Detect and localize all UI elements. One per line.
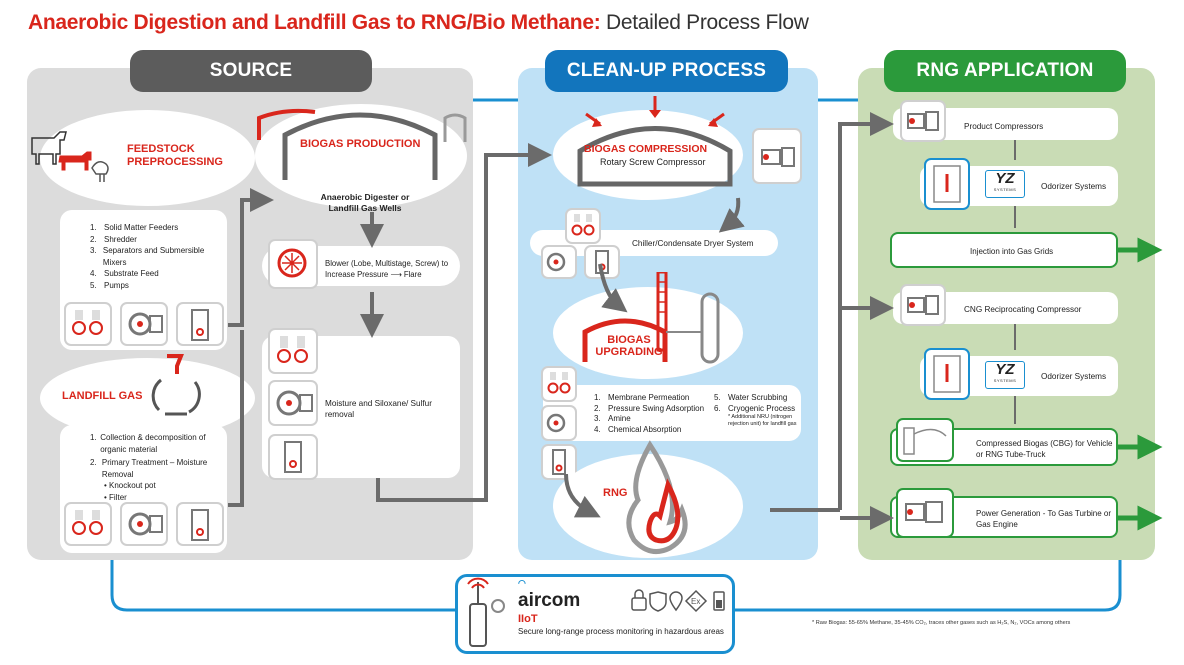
odorizer-label-1: Odorizer Systems (1041, 182, 1107, 191)
shield-icon (649, 591, 667, 612)
livestock-icon (31, 131, 109, 182)
pump-icon (120, 302, 168, 346)
compression-title: BIOGAS COMPRESSION (584, 143, 708, 155)
list-item: 1.Membrane Permeation (594, 393, 690, 402)
digester-label: Anaerobic Digester or Landfill Gas Wells (320, 192, 410, 213)
compressor-icon (900, 100, 946, 142)
analyzer-icon (268, 434, 318, 480)
pump-icon (268, 380, 318, 426)
list-item: 5.Pumps (90, 280, 129, 290)
list-item: 2.Primary Treatment – Moisture Removal (90, 458, 208, 479)
cng-compressor-label: CNG Reciprocating Compressor (964, 305, 1082, 314)
compressor-icon (752, 128, 802, 184)
arrow-icon: ⟶ (390, 270, 402, 279)
aircom-tagline: Secure long-range process monitoring in … (518, 627, 724, 636)
security-icons: Ex (631, 589, 725, 613)
flame-icon (626, 440, 688, 555)
list-item: 1.Collection & decomposition of organic … (90, 433, 206, 454)
valve-icon (268, 328, 318, 374)
list-item: 4.Chemical Absorption (594, 424, 682, 434)
aircom-brand: ◠ aircom (518, 578, 581, 611)
upgrading-plant-icon (582, 272, 720, 364)
list-item: 2.Pressure Swing Adsorption (594, 403, 705, 413)
yz-logo: YZ SYSTEMS (985, 170, 1025, 198)
list-item: 4.Substrate Feed (90, 269, 159, 278)
compressor-icon (900, 284, 946, 326)
explosion-proof-icon: Ex (684, 589, 708, 613)
biogas-production-label: BIOGAS PRODUCTION (300, 138, 421, 150)
digester-dome-icon (257, 108, 467, 180)
nru-note: * Additional NRU (nitrogen rejection uni… (728, 414, 797, 427)
list-item: 3.Amine (594, 414, 631, 423)
analyzer-icon (176, 502, 224, 546)
svg-text:Ex: Ex (691, 597, 700, 606)
lock-icon (631, 589, 647, 611)
wifi-icon: ◠ (518, 578, 526, 588)
aircom-product: IIoT (518, 613, 538, 625)
valve-icon (541, 366, 577, 402)
rng-label: RNG (603, 487, 628, 499)
odorizer-label-2: Odorizer Systems (1041, 372, 1107, 381)
odorizer-icon (924, 158, 970, 210)
injection-box: Injection into Gas Grids (890, 232, 1118, 268)
valve-icon (64, 502, 112, 546)
landfill-ellipse (40, 358, 255, 438)
chiller-label: Chiller/Condensate Dryer System (632, 239, 754, 248)
output-arrows (1118, 237, 1163, 531)
dispenser-icon (896, 418, 954, 462)
landfill-label: LANDFILL GAS (62, 390, 143, 402)
source-flow-arrows (228, 143, 552, 507)
cleanup-header: CLEAN-UP PROCESS (545, 50, 788, 92)
list-item: 6.Cryogenic Process (714, 403, 796, 413)
page-title: Anaerobic Digestion and Landfill Gas to … (28, 11, 809, 35)
analyzer-icon (176, 302, 224, 346)
methods-right-list: 5.Water Scrubbing 6.Cryogenic Process (714, 393, 795, 414)
feedstock-steps-list: 1.Solid Matter Feeders 2.Shredder 3.Sepa… (90, 222, 220, 291)
list-item: 1.Solid Matter Feeders (90, 223, 179, 232)
flare-label: Flare (403, 270, 422, 279)
pump-icon (541, 245, 577, 279)
feedstock-label: FEEDSTOCK PREPROCESSING (127, 143, 223, 168)
list-item: 2.Shredder (90, 234, 137, 244)
list-item: 5.Water Scrubbing (714, 393, 788, 402)
compression-dome-icon (577, 96, 733, 187)
recycle-icon (151, 354, 201, 416)
product-compressors-label: Product Compressors (964, 122, 1044, 131)
methods-left-list: 1.Membrane Permeation 2.Pressure Swing A… (594, 393, 704, 435)
yz-logo: YZ SYSTEMS (985, 361, 1025, 389)
aircom-panel (455, 574, 735, 654)
title-bold: Anaerobic Digestion and Landfill Gas to … (28, 11, 601, 34)
application-flow-arrows (838, 112, 894, 530)
title-regular: Detailed Process Flow (605, 11, 809, 34)
generator-icon (896, 488, 954, 538)
pump-icon (120, 502, 168, 546)
valve-icon (64, 302, 112, 346)
list-item: • Knockout pot (104, 481, 156, 490)
valve-icon (565, 208, 601, 244)
moisture-label: Moisture and Siloxane/ Sulfur removal (325, 399, 432, 419)
analyzer-icon (584, 245, 620, 279)
biogas-production-ellipse (255, 104, 467, 208)
list-item: • Filter (104, 492, 127, 502)
pump-icon (541, 405, 577, 441)
cleanup-flow-arrows (564, 197, 840, 518)
blower-label: Blower (Lobe, Multistage, Screw) to Incr… (325, 259, 449, 279)
list-item: 3.Separators and Submersible Mixers (90, 246, 205, 267)
landfill-steps-list: 1.Collection & decomposition of organic … (90, 432, 220, 503)
odorizer-icon (924, 348, 970, 400)
methods-box (543, 385, 801, 441)
device-icon (467, 577, 505, 647)
source-header: SOURCE (130, 50, 372, 92)
location-icon (669, 591, 683, 612)
blower-icon (268, 239, 318, 289)
application-header: RNG APPLICATION (884, 50, 1126, 92)
upgrading-title: BIOGAS UPGRADING (595, 334, 663, 358)
footnote: * Raw Biogas: 55-65% Methane, 35-45% CO₂… (812, 620, 1071, 626)
battery-icon (713, 591, 725, 611)
compression-sub: Rotary Screw Compressor (600, 157, 706, 167)
